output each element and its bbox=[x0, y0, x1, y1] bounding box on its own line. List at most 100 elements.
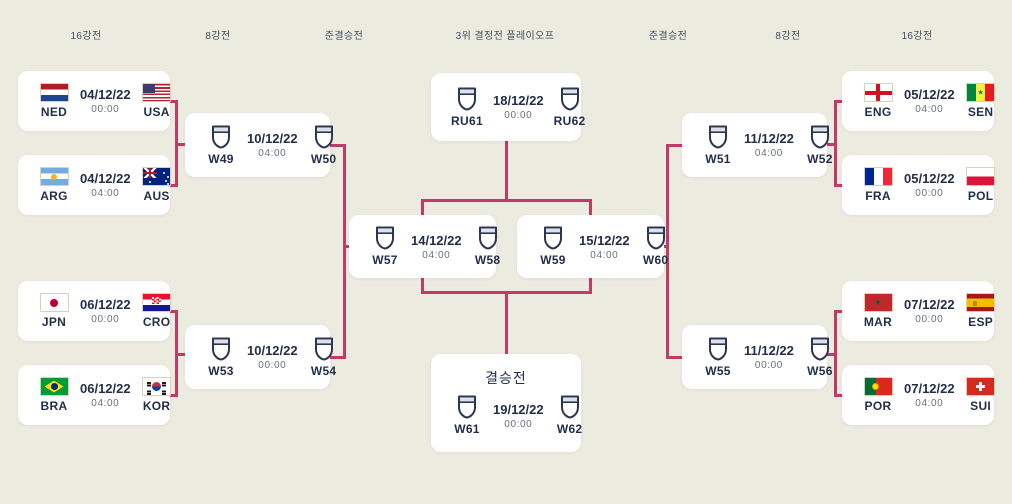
match-card-third-place[interactable]: RU61 18/12/22 00:00 RU62 bbox=[431, 73, 585, 141]
match-card-eng-sen[interactable]: ENG 05/12/22 04:00 SEN bbox=[842, 71, 996, 131]
team-code: W56 bbox=[807, 363, 833, 378]
connector-line bbox=[330, 356, 346, 359]
home-team: NED bbox=[39, 83, 69, 119]
match-card-ned-usa[interactable]: NED 04/12/22 00:00 USA bbox=[18, 71, 172, 131]
flag-jpn-icon bbox=[39, 293, 69, 312]
team-code: CRO bbox=[142, 315, 171, 329]
home-team: MAR bbox=[863, 293, 893, 329]
shield-icon bbox=[314, 125, 334, 149]
match-time: 00:00 bbox=[915, 188, 944, 199]
team-code: ESP bbox=[968, 315, 994, 329]
match-time: 04:00 bbox=[915, 104, 944, 115]
match-time: 04:00 bbox=[91, 188, 120, 199]
connector-line bbox=[827, 353, 837, 356]
match-date: 14/12/22 bbox=[411, 232, 462, 248]
match-card-bra-kor[interactable]: BRA 06/12/22 04:00 KOR bbox=[18, 365, 172, 425]
round-label-r16-left: 16강전 bbox=[70, 31, 102, 42]
connector-line bbox=[170, 100, 178, 103]
team-code: W50 bbox=[310, 151, 337, 166]
match-card-arg-aus[interactable]: ARG 04/12/22 04:00 AUS bbox=[18, 155, 172, 215]
team-code: ENG bbox=[864, 105, 892, 119]
home-team: W59 bbox=[540, 226, 566, 267]
connector-line bbox=[170, 310, 178, 313]
match-card-w59-w60[interactable]: W59 15/12/22 04:00 W60 bbox=[517, 215, 668, 278]
team-code: ARG bbox=[40, 189, 68, 203]
away-team: W50 bbox=[311, 125, 337, 166]
connector-line bbox=[666, 144, 669, 359]
match-time: 04:00 bbox=[590, 249, 619, 261]
home-team: W49 bbox=[208, 125, 234, 166]
match-card-jpn-cro[interactable]: JPN 06/12/22 00:00 CRO bbox=[18, 281, 172, 341]
match-time: 04:00 bbox=[754, 148, 783, 159]
match-card-w53-w54[interactable]: W53 10/12/22 00:00 W54 bbox=[185, 325, 336, 389]
flag-aus-icon bbox=[142, 167, 172, 186]
home-team: FRA bbox=[863, 167, 893, 203]
match-datetime: 11/12/22 04:00 bbox=[744, 131, 794, 159]
team-code: SEN bbox=[967, 105, 994, 119]
match-datetime: 10/12/22 00:00 bbox=[247, 343, 298, 371]
team-code: RU61 bbox=[451, 113, 483, 128]
match-datetime: 18/12/22 00:00 bbox=[493, 93, 544, 121]
shield-icon bbox=[457, 395, 477, 419]
match-datetime: 05/12/22 04:00 bbox=[904, 87, 955, 115]
match-card-w49-w50[interactable]: W49 10/12/22 04:00 W50 bbox=[185, 113, 336, 177]
away-team: SEN bbox=[966, 83, 996, 119]
match-datetime: 19/12/22 00:00 bbox=[493, 402, 544, 430]
match-datetime: 07/12/22 00:00 bbox=[904, 297, 955, 325]
match-card-w57-w58[interactable]: W57 14/12/22 04:00 W58 bbox=[349, 215, 500, 278]
match-time: 00:00 bbox=[915, 314, 944, 325]
shield-icon bbox=[457, 87, 477, 111]
match-card-fra-pol[interactable]: FRA 05/12/22 00:00 POL bbox=[842, 155, 996, 215]
match-datetime: 04/12/22 00:00 bbox=[80, 87, 131, 115]
match-date: 04/12/22 bbox=[80, 171, 131, 186]
connector-line bbox=[175, 143, 185, 146]
team-code: SUI bbox=[970, 399, 992, 413]
shield-icon bbox=[478, 226, 498, 250]
round-label-qf-right: 8강전 bbox=[775, 31, 801, 42]
match-time: 00:00 bbox=[504, 110, 533, 121]
home-team: ENG bbox=[863, 83, 893, 119]
flag-eng-icon bbox=[863, 83, 893, 102]
match-datetime: 11/12/22 00:00 bbox=[744, 343, 794, 371]
away-team: AUS bbox=[142, 167, 172, 203]
team-code: W55 bbox=[705, 363, 731, 378]
match-card-por-sui[interactable]: POR 07/12/22 04:00 SUI bbox=[842, 365, 996, 425]
away-team: SUI bbox=[966, 377, 996, 413]
match-time: 04:00 bbox=[258, 148, 287, 159]
away-team: RU62 bbox=[554, 87, 586, 128]
team-code: AUS bbox=[143, 189, 170, 203]
match-card-w51-w52[interactable]: W51 11/12/22 04:00 W52 bbox=[682, 113, 832, 177]
match-date: 11/12/22 bbox=[744, 131, 794, 146]
match-time: 04:00 bbox=[915, 398, 944, 409]
flag-usa-icon bbox=[142, 83, 172, 102]
away-team: USA bbox=[142, 83, 172, 119]
flag-pol-icon bbox=[966, 167, 996, 186]
connector-line bbox=[666, 356, 682, 359]
match-time: 00:00 bbox=[91, 314, 120, 325]
flag-fra-icon bbox=[863, 167, 893, 186]
connector-line bbox=[666, 144, 682, 147]
final-title: 결승전 bbox=[485, 370, 527, 386]
round-label-third-place: 3위 결정전 플레이오프 bbox=[455, 31, 555, 42]
match-date: 11/12/22 bbox=[744, 343, 794, 358]
away-team: W52 bbox=[807, 125, 833, 166]
home-team: RU61 bbox=[451, 87, 483, 128]
team-code: POR bbox=[864, 399, 892, 413]
match-date: 10/12/22 bbox=[247, 131, 298, 146]
match-time: 04:00 bbox=[422, 249, 451, 261]
team-code: W52 bbox=[807, 151, 833, 166]
team-code: FRA bbox=[865, 189, 891, 203]
connector-line bbox=[505, 291, 508, 356]
match-card-mar-esp[interactable]: MAR 07/12/22 00:00 ESP bbox=[842, 281, 996, 341]
home-team: W57 bbox=[372, 226, 398, 267]
flag-arg-icon bbox=[39, 167, 69, 186]
home-team: W61 bbox=[454, 395, 480, 436]
team-code: W62 bbox=[556, 422, 583, 436]
match-datetime: 15/12/22 04:00 bbox=[579, 233, 630, 261]
shield-icon bbox=[560, 87, 580, 111]
match-card-w55-w56[interactable]: W55 11/12/22 00:00 W56 bbox=[682, 325, 832, 389]
home-team: POR bbox=[863, 377, 893, 413]
away-team: CRO bbox=[142, 293, 172, 329]
match-card-final[interactable]: 결승전 W61 19/12/22 00:00 W62 bbox=[431, 354, 583, 452]
